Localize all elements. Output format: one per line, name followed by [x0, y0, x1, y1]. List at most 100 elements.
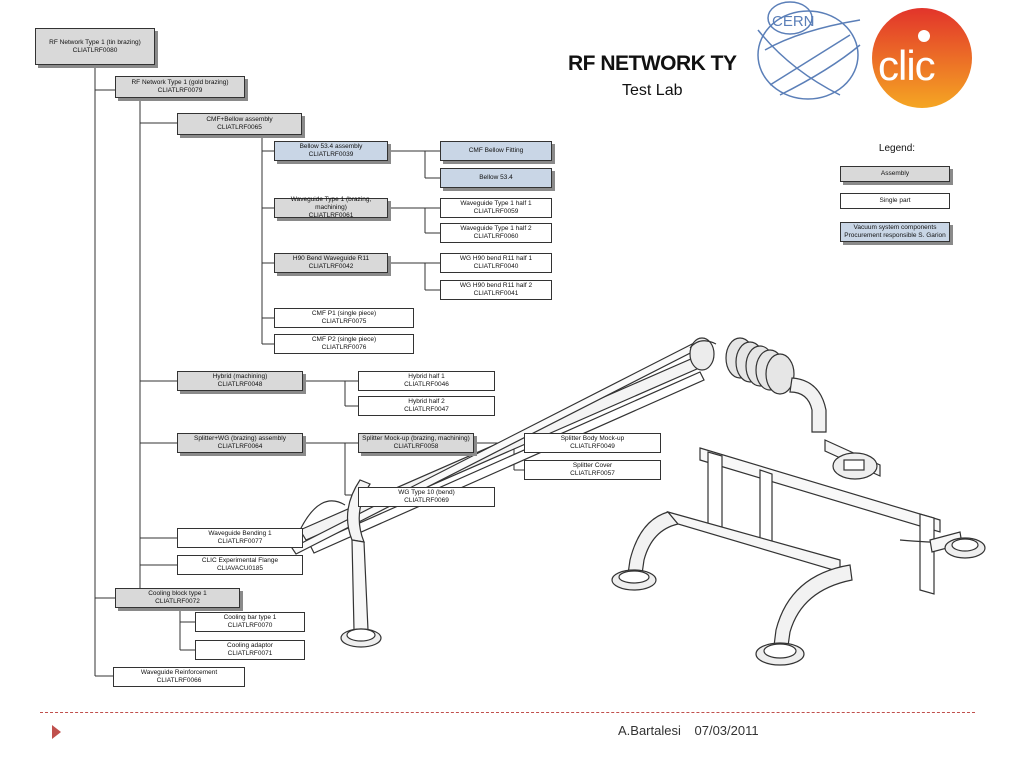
node-waveguide-bending-1: Waveguide Bending 1 CLIATLRF0077	[177, 528, 303, 548]
node-label: Waveguide Bending 1	[208, 530, 272, 537]
node-hybrid-half-2: Hybrid half 2 CLIATLRF0047	[358, 396, 495, 416]
node-label: CLIC Experimental Flange	[201, 557, 279, 564]
node-label: Cooling bar type 1	[223, 614, 277, 621]
node-label: Bellow 53.4	[479, 174, 513, 181]
node-splitter-wg-assembly: Splitter+WG (brazing) assembly CLIATLRF0…	[177, 433, 303, 453]
node-cooling-block-type-1: Cooling block type 1 CLIATLRF0072	[115, 588, 240, 608]
node-code: CLIATLRF0064	[217, 443, 263, 450]
legend-assembly: Assembly	[840, 166, 950, 182]
node-code: CLIATLRF0065	[217, 124, 262, 131]
node-label: Hybrid half 1	[408, 373, 445, 380]
node-code: CLIATLRF0071	[227, 650, 273, 657]
node-label: CMF Bellow Fitting	[468, 147, 524, 154]
node-wg-h90-bend-half-2: WG H90 bend R11 half 2 CLIATLRF0041	[440, 280, 552, 300]
node-label: Splitter+WG (brazing) assembly	[194, 435, 286, 442]
node-label: WG H90 bend R11 half 2	[459, 282, 533, 289]
node-label: Cooling adaptor	[227, 642, 273, 649]
node-code: CLIATLRF0041	[473, 290, 519, 297]
page-subtitle: Test Lab	[622, 82, 683, 99]
cern-logo-text: CERN	[772, 13, 815, 30]
node-label: CMF P1 (single piece)	[311, 310, 377, 317]
footer-date: 07/03/2011	[694, 723, 759, 738]
legend-title: Legend:	[878, 143, 916, 154]
node-code: CLIATLRF0049	[570, 443, 615, 450]
node-waveguide-type-1-half-1: Waveguide Type 1 half 1 CLIATLRF0059	[440, 198, 552, 218]
node-wg-h90-bend-half-1: WG H90 bend R11 half 1 CLIATLRF0040	[440, 253, 552, 273]
node-cmf-p2: CMF P2 (single piece) CLIATLRF0076	[274, 334, 414, 354]
node-code: CLIATLRF0070	[227, 622, 273, 629]
node-rf-network-tin-brazing: RF Network Type 1 (tin brazing) CLIATLRF…	[35, 28, 155, 65]
node-label: H90 Bend Waveguide R11	[292, 255, 370, 262]
legend-label: Assembly	[880, 170, 910, 177]
node-waveguide-reinforcement: Waveguide Reinforcement CLIATLRF0066	[113, 667, 245, 687]
node-label: Cooling block type 1	[148, 590, 207, 597]
node-code: CLIATLRF0042	[308, 263, 354, 270]
node-code: CLIATLRF0059	[473, 208, 519, 215]
node-label: WG Type 10 (bend)	[398, 489, 455, 496]
node-label: Hybrid half 2	[408, 398, 445, 405]
node-code: CLIATLRF0046	[404, 381, 449, 388]
node-label: WG H90 bend R11 half 1	[459, 255, 533, 262]
node-hybrid-half-1: Hybrid half 1 CLIATLRF0046	[358, 371, 495, 391]
node-waveguide-type-1: Waveguide Type 1 (brazing, machining) CL…	[274, 196, 388, 219]
footer-arrow-icon	[52, 725, 61, 739]
node-label: Splitter Body Mock-up	[560, 435, 625, 442]
node-code: CLIATLRF0072	[155, 598, 200, 605]
footer-divider	[40, 712, 975, 713]
footer-author: A.Bartalesi	[618, 723, 681, 738]
node-rf-network-gold-brazing: RF Network Type 1 (gold brazing) CLIATLR…	[115, 76, 245, 98]
legend-label: Vacuum system components	[853, 224, 937, 231]
node-label: RF Network Type 1 (gold brazing)	[131, 79, 229, 86]
node-label: CMF+Bellow assembly	[206, 116, 273, 123]
node-cmf-bellow-fitting: CMF Bellow Fitting	[440, 141, 552, 161]
page-title: RF NETWORK TY	[568, 52, 737, 75]
legend-label: Procurement responsible S. Garion	[844, 232, 946, 239]
node-code: CLIATLRF0075	[321, 318, 367, 325]
node-code: CLIATLRF0058	[393, 443, 439, 450]
node-code: CLIATLRF0061	[308, 212, 354, 219]
node-label: Bellow 53.4 assembly	[299, 143, 363, 150]
node-wg-type-10-bend: WG Type 10 (bend) CLIATLRF0069	[358, 487, 495, 507]
node-hybrid-machining: Hybrid (machining) CLIATLRF0048	[177, 371, 303, 391]
node-code: CLIATLRF0079	[157, 87, 203, 94]
node-cooling-bar-type-1: Cooling bar type 1 CLIATLRF0070	[195, 612, 305, 632]
clic-logo-text: clic	[878, 42, 935, 89]
node-splitter-mockup: Splitter Mock-up (brazing, machining) CL…	[358, 433, 474, 453]
node-label: Splitter Cover	[572, 462, 613, 469]
legend-single-part: Single part	[840, 193, 950, 209]
node-cmf-p1: CMF P1 (single piece) CLIATLRF0075	[274, 308, 414, 328]
node-splitter-cover: Splitter Cover CLIATLRF0057	[524, 460, 661, 480]
node-code: CLIATLRF0076	[321, 344, 367, 351]
node-code: CLIATLRF0047	[404, 406, 449, 413]
node-code: CLIATLRF0069	[404, 497, 449, 504]
node-label: Waveguide Type 1 half 2	[460, 225, 532, 232]
node-code: CLIATLRF0077	[217, 538, 263, 545]
node-label: RF Network Type 1 (tin brazing)	[49, 38, 141, 46]
node-label: Splitter Mock-up (brazing, machining)	[362, 435, 470, 442]
node-bellow-53-4: Bellow 53.4	[440, 168, 552, 188]
footer: A.Bartalesi 07/03/2011	[618, 723, 769, 738]
node-code: CLIATLRF0057	[570, 470, 615, 477]
node-code: CLIATLRF0066	[156, 677, 202, 684]
node-label: Waveguide Reinforcement	[140, 669, 218, 676]
node-bellow-53-4-assembly: Bellow 53.4 assembly CLIATLRF0039	[274, 141, 388, 161]
node-code: CLIATLRF0040	[473, 263, 519, 270]
node-code: CLIATLRF0048	[217, 381, 263, 388]
node-code: CLIATLRF0060	[473, 233, 519, 240]
node-waveguide-type-1-half-2: Waveguide Type 1 half 2 CLIATLRF0060	[440, 223, 552, 243]
node-splitter-body-mockup: Splitter Body Mock-up CLIATLRF0049	[524, 433, 661, 453]
node-h90-bend-waveguide: H90 Bend Waveguide R11 CLIATLRF0042	[274, 253, 388, 273]
legend-label: Single part	[879, 197, 911, 204]
node-code: CLIAVACU0185	[216, 565, 263, 572]
node-code: CLIATLRF0039	[308, 151, 354, 158]
node-code: CLIATLRF0080	[72, 46, 118, 54]
node-label: Waveguide Type 1 (brazing, machining)	[290, 196, 372, 211]
node-clic-experimental-flange: CLIC Experimental Flange CLIAVACU0185	[177, 555, 303, 575]
node-cmf-bellow-assembly: CMF+Bellow assembly CLIATLRF0065	[177, 113, 302, 135]
node-label: Hybrid (machining)	[212, 373, 268, 380]
node-label: CMF P2 (single piece)	[311, 336, 377, 343]
